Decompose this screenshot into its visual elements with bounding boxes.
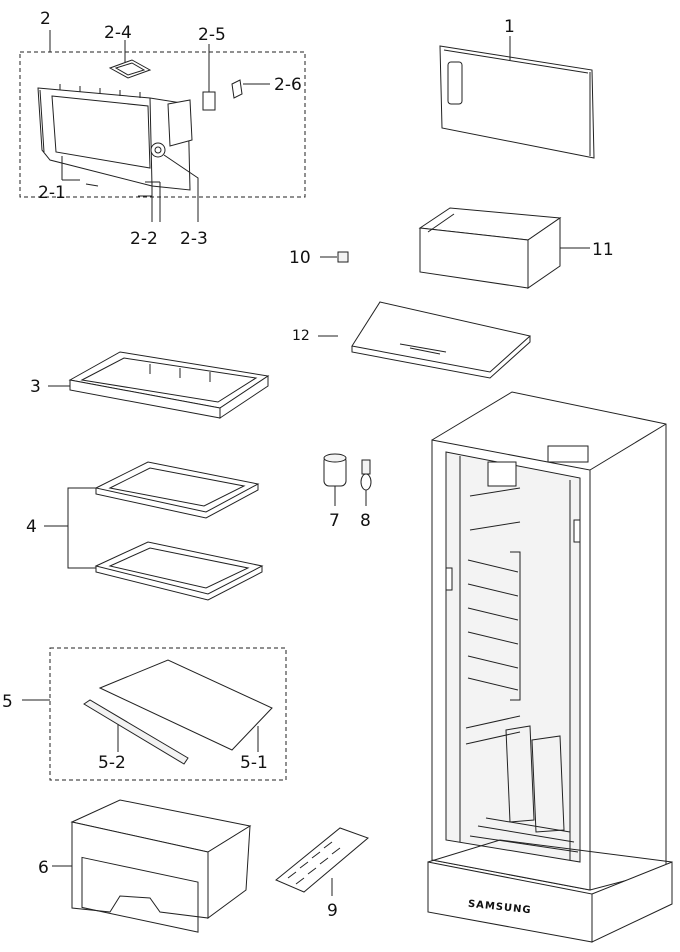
part-1-door-panel bbox=[439, 45, 595, 159]
part-2-6-holder bbox=[231, 79, 243, 99]
cabinet-body: SAMSUNG bbox=[427, 391, 673, 943]
part-2-5-thermostat bbox=[202, 91, 216, 111]
part-2-housing-opening bbox=[51, 95, 151, 169]
leader-2-1 bbox=[61, 156, 80, 181]
label-2-3: 2-3 bbox=[180, 229, 208, 249]
label-2-1: 2-1 bbox=[38, 183, 66, 203]
part-2-4-cover bbox=[108, 59, 152, 79]
part-6-drawer-window bbox=[81, 856, 199, 933]
part-8-lamp: 8 bbox=[360, 459, 372, 531]
part-3-tray: 3 bbox=[30, 351, 270, 419]
part-5-1-glass-cover bbox=[98, 659, 273, 751]
cabinet-rail-bracket bbox=[510, 551, 521, 701]
label-2-4: 2-4 bbox=[104, 23, 132, 43]
part-4-shelf-upper-glass bbox=[108, 467, 246, 507]
part-7-top bbox=[323, 453, 347, 463]
cabinet-control-box bbox=[487, 461, 517, 487]
part-12-plate-top bbox=[351, 301, 532, 373]
label-12: 12 bbox=[292, 328, 310, 344]
label-4: 4 bbox=[26, 517, 37, 537]
group-2-dashed-frame bbox=[19, 51, 306, 198]
cabinet-bottom-grille bbox=[469, 817, 579, 853]
part-1-door-edge bbox=[443, 49, 591, 156]
part-3-tray-inner bbox=[80, 357, 258, 403]
part-2-side-bracket bbox=[167, 99, 193, 147]
cabinet-lower-rails bbox=[465, 715, 521, 745]
label-1: 1 bbox=[504, 17, 515, 37]
cabinet-base-top bbox=[427, 839, 673, 863]
part-4-shelf-upper bbox=[94, 461, 260, 513]
leader-2-3 bbox=[163, 154, 199, 222]
label-5-1: 5-1 bbox=[240, 753, 268, 773]
group-5-dashed-frame bbox=[49, 647, 287, 781]
label-6: 6 bbox=[38, 858, 49, 878]
label-5-2: 5-2 bbox=[98, 753, 126, 773]
label-2-5: 2-5 bbox=[198, 25, 226, 45]
part-2-4-cover-inner bbox=[114, 62, 146, 76]
cabinet-inner-walls bbox=[459, 456, 571, 860]
part-3-tray-side bbox=[219, 375, 269, 419]
part-2-3-knob bbox=[150, 142, 166, 158]
cabinet-upper-rails bbox=[469, 487, 521, 531]
part-2-1-screw bbox=[85, 183, 99, 187]
part-3-tray-ribs bbox=[149, 364, 211, 382]
part-4-shelf-lower-edge bbox=[95, 566, 263, 601]
part-8-bulb bbox=[360, 473, 372, 491]
part-5-assembly: 5 5-1 5-2 bbox=[2, 647, 287, 781]
part-1-door: 1 bbox=[439, 17, 595, 159]
part-5-2-front-trim bbox=[83, 699, 189, 765]
part-4-shelf-lower-glass bbox=[108, 547, 250, 589]
part-2-housing-edges bbox=[39, 89, 153, 187]
part-12-plate-marks bbox=[399, 343, 447, 355]
part-12-plate: 12 bbox=[292, 301, 532, 379]
label-9: 9 bbox=[327, 901, 338, 921]
part-4-shelves: 4 bbox=[26, 461, 264, 601]
cabinet-side-switch bbox=[573, 519, 581, 543]
label-2: 2 bbox=[40, 9, 51, 29]
label-3: 3 bbox=[30, 377, 41, 397]
label-7: 7 bbox=[329, 511, 340, 531]
part-9-tray-cells bbox=[287, 841, 341, 885]
part-1-door-handle bbox=[447, 61, 463, 105]
part-7-cap: 7 bbox=[323, 453, 347, 531]
part-10-clip-body bbox=[337, 251, 349, 263]
label-2-6: 2-6 bbox=[274, 75, 302, 95]
leader-4 bbox=[44, 487, 96, 569]
cabinet-top-edge bbox=[589, 423, 667, 471]
cabinet-crisper-dividers bbox=[505, 725, 565, 833]
part-11-duct: 11 bbox=[418, 207, 614, 289]
label-8: 8 bbox=[360, 511, 371, 531]
part-6-drawer-side bbox=[207, 825, 251, 919]
label-10: 10 bbox=[289, 248, 311, 268]
leader-2-2 bbox=[151, 182, 161, 222]
label-5: 5 bbox=[2, 692, 13, 712]
cabinet-door-latch bbox=[445, 567, 453, 591]
part-11-rim bbox=[427, 213, 455, 233]
part-8-base bbox=[361, 459, 371, 475]
part-9-tray-body bbox=[275, 827, 369, 893]
part-2-assembly: 2 2-4 2-5 2-6 2-1 2-2 2-3 bbox=[19, 9, 306, 249]
cabinet-shelf-rails bbox=[467, 559, 519, 691]
label-11: 11 bbox=[592, 240, 614, 260]
cabinet-top-control bbox=[547, 445, 589, 463]
label-2-2: 2-2 bbox=[130, 229, 158, 249]
part-9-ice-tray: 9 bbox=[275, 827, 369, 921]
part-10-clip: 10 bbox=[289, 248, 349, 268]
part-11-side bbox=[527, 217, 561, 289]
part-6-drawer: 6 bbox=[38, 799, 252, 933]
part-4-shelf-upper-edge bbox=[95, 484, 259, 519]
cabinet-base-side bbox=[591, 861, 673, 943]
cabinet-interior bbox=[445, 451, 581, 863]
part-2-3-knob-center bbox=[154, 146, 162, 154]
part-2-top-clips bbox=[59, 84, 141, 98]
part-12-plate-edge bbox=[351, 336, 531, 379]
